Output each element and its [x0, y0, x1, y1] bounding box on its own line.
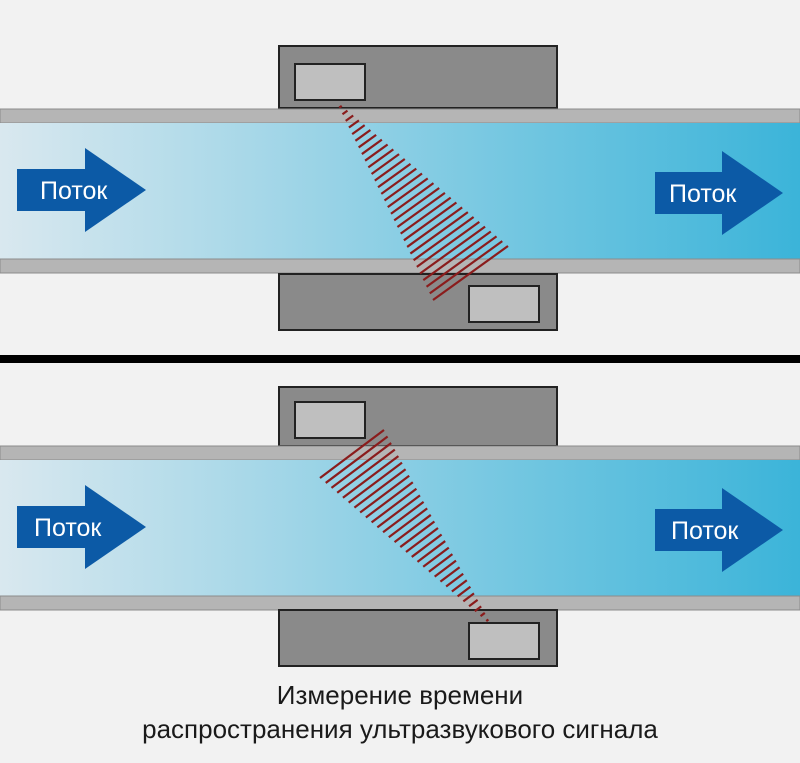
beam-hatch-line — [377, 162, 412, 189]
beam-hatch-line — [412, 216, 475, 262]
beam-hatch-line — [342, 455, 400, 499]
beam-hatch-line — [400, 196, 452, 235]
arrow-right-icon — [655, 488, 783, 572]
beam-hatch-line — [338, 104, 343, 109]
arrow-right-icon — [655, 151, 783, 235]
beam-hatch-line — [399, 520, 436, 548]
beam-hatch-line — [390, 182, 435, 215]
arrow-right-icon — [17, 485, 146, 569]
beam-hatch-line — [382, 500, 425, 534]
beam-hatch-line — [393, 187, 440, 222]
beam-hatch-line — [365, 481, 414, 519]
arrow-right-icon — [17, 148, 146, 232]
beam-hatch-line — [462, 592, 475, 603]
beam-hatch-line — [367, 148, 394, 169]
beam-hatch-line — [370, 487, 418, 524]
beam-hatch-line — [345, 114, 354, 122]
beam-hatch-line — [422, 230, 492, 281]
flow-arrow-left: Поток — [17, 148, 146, 232]
beam-hatch-line — [405, 527, 439, 553]
beam-hatch-line — [479, 612, 486, 618]
beam-hatch-line — [451, 579, 468, 593]
beam-hatch-line — [348, 119, 360, 129]
beam-hatch-line — [348, 461, 403, 504]
lower-transducer-element — [468, 285, 540, 323]
beam-hatch-line — [370, 153, 400, 175]
beam-hatch-line — [485, 618, 490, 622]
beam-hatch-line — [393, 514, 432, 544]
beam-hatch-line — [361, 138, 383, 155]
beam-hatch-line — [422, 546, 450, 568]
beam-hatch-line — [416, 220, 480, 268]
beam-hatch-line — [403, 201, 458, 242]
beam-hatch-line — [434, 559, 457, 578]
beam-hatch-line — [353, 468, 407, 509]
beam-hatch-line — [341, 109, 349, 116]
beam-hatch-line — [354, 129, 372, 142]
flow-label: Поток — [40, 177, 108, 205]
beam-hatch-line — [406, 206, 463, 248]
caption-line-2: распространения ультразвукового сигнала — [142, 714, 658, 744]
ultrasonic-beam-downstream — [338, 104, 509, 301]
beam-hatch-line — [387, 177, 429, 209]
beam-hatch-line — [330, 442, 392, 489]
beam-hatch-line — [388, 507, 428, 539]
beam-hatch-line — [380, 167, 417, 195]
panel-divider — [0, 355, 800, 363]
flow-arrow-left: Поток — [17, 485, 146, 569]
flow-arrow-right: Поток — [655, 151, 783, 235]
beam-hatch-line — [336, 448, 396, 494]
beam-hatch-line — [474, 605, 482, 613]
flow-label: Поток — [34, 514, 102, 542]
beam-hatch-line — [456, 585, 472, 598]
pipe-wall-top — [0, 445, 800, 461]
beam-hatch-line — [376, 494, 421, 529]
pipe-wall-bottom — [0, 258, 800, 274]
panel-bottom: Поток Поток — [0, 386, 800, 667]
beam-hatch-line — [383, 172, 423, 202]
beam-hatch-line — [445, 572, 464, 588]
flow-label: Поток — [669, 180, 737, 208]
upper-transducer-element — [294, 63, 366, 101]
pipe-wall-top — [0, 108, 800, 124]
beam-hatch-line — [319, 429, 385, 479]
flow-arrow-right: Поток — [655, 488, 783, 572]
beam-hatch-line — [425, 235, 498, 288]
beam-hatch-line — [357, 133, 377, 149]
beam-hatch-line — [419, 225, 486, 275]
beam-hatch-line — [432, 245, 509, 301]
beam-hatch-line — [409, 211, 469, 255]
ultrasonic-beam-upstream — [319, 429, 490, 622]
flow-label: Поток — [671, 517, 739, 545]
pipe-wall-bottom — [0, 595, 800, 611]
beam-hatch-line — [428, 553, 454, 573]
lower-transducer-element — [468, 622, 540, 660]
beam-hatch-line — [374, 158, 406, 182]
beam-hatch-line — [429, 240, 503, 295]
beam-hatch-line — [439, 566, 461, 583]
beam-hatch-line — [468, 598, 479, 608]
panel-top: Поток Поток — [0, 45, 800, 331]
caption-line-1: Измерение времени — [276, 680, 524, 710]
beam-hatch-line — [364, 143, 389, 162]
upper-transducer-element — [294, 401, 366, 439]
beam-hatch-line — [351, 124, 366, 136]
beam-hatch-line — [416, 540, 446, 563]
beam-hatch-line — [396, 191, 446, 228]
beam-hatch-line — [359, 474, 410, 514]
beam-hatch-line — [325, 435, 389, 484]
beam-hatch-line — [411, 533, 443, 558]
